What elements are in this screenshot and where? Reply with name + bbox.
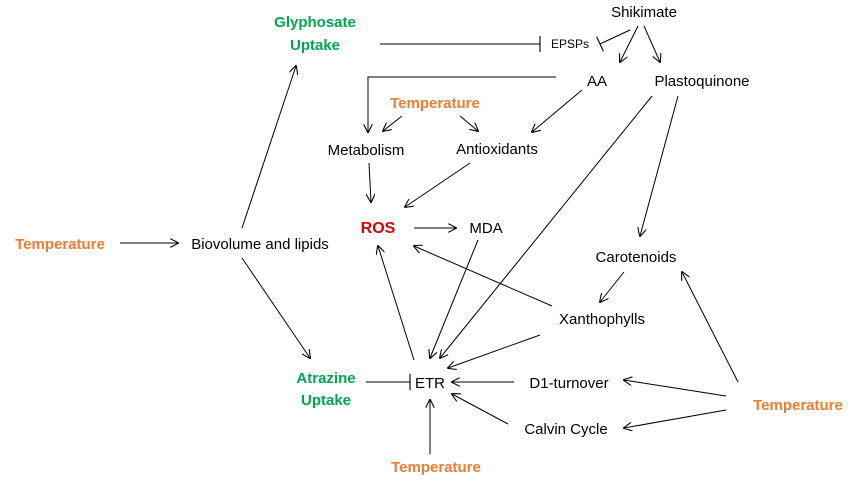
edges xyxy=(120,25,739,454)
node-xanthophylls: Xanthophylls xyxy=(559,311,645,328)
node-glyphosate-uptake-line1: Glyphosate xyxy=(274,14,356,31)
node-d1-turnover: D1-turnover xyxy=(529,375,608,392)
node-plastoquinone: Plastoquinone xyxy=(654,73,749,90)
edge-shikimate-to-aa xyxy=(620,25,639,62)
nodes: Shikimate Glyphosate Uptake EPSPs AA Pla… xyxy=(15,4,843,476)
edge-xanthophylls-to-ros xyxy=(414,246,553,307)
edge-temperature-right-to-carotenoids xyxy=(682,272,739,383)
node-biovolume-and-lipids: Biovolume and lipids xyxy=(191,236,329,253)
edge-temperature-to-antioxidants xyxy=(459,115,478,131)
node-glyphosate-uptake-line2: Uptake xyxy=(290,37,340,54)
edge-mda-to-etr xyxy=(430,239,479,358)
node-mda: MDA xyxy=(469,220,502,237)
edge-etr-to-ros xyxy=(378,246,415,361)
node-calvin-cycle: Calvin Cycle xyxy=(524,421,607,438)
edge-temperature-right-to-d1-turnover xyxy=(624,380,727,397)
node-temperature-bottom: Temperature xyxy=(391,459,481,476)
node-metabolism: Metabolism xyxy=(328,142,405,159)
node-temperature-right: Temperature xyxy=(753,397,843,414)
edge-antioxidants-to-ros xyxy=(405,162,471,207)
node-antioxidants: Antioxidants xyxy=(456,141,538,158)
edge-calvin-cycle-to-etr xyxy=(452,394,509,425)
edge-biovolume-to-glyphosate-uptake xyxy=(241,66,296,229)
node-epsps: EPSPs xyxy=(551,37,589,51)
edge-plastoquinone-to-carotenoids xyxy=(640,95,679,236)
node-shikimate: Shikimate xyxy=(611,4,677,21)
edge-biovolume-to-atrazine-uptake xyxy=(241,257,310,358)
edge-xanthophylls-to-etr xyxy=(448,334,541,368)
edge-carotenoids-to-xanthophylls xyxy=(600,271,625,302)
edge-temperature-right-to-calvin-cycle xyxy=(624,409,727,428)
node-temperature-top: Temperature xyxy=(390,95,480,112)
edge-metabolism-to-ros xyxy=(369,162,371,202)
edge-shikimate-inhibits-epsps xyxy=(596,29,631,52)
edge-plastoquinone-to-etr xyxy=(440,95,653,358)
node-temperature-left: Temperature xyxy=(15,236,105,253)
edge-temperature-to-metabolism xyxy=(383,115,403,131)
edge-aa-to-metabolism xyxy=(368,76,556,132)
node-atrazine-uptake-line2: Uptake xyxy=(301,392,351,409)
edge-shikimate-to-plastoquinone xyxy=(643,25,660,62)
node-aa: AA xyxy=(587,73,607,90)
node-etr: ETR xyxy=(415,375,445,392)
node-carotenoids: Carotenoids xyxy=(596,249,677,266)
node-atrazine-uptake-line1: Atrazine xyxy=(296,370,355,387)
node-ros: ROS xyxy=(361,220,396,237)
edge-aa-to-antioxidants xyxy=(532,89,583,132)
